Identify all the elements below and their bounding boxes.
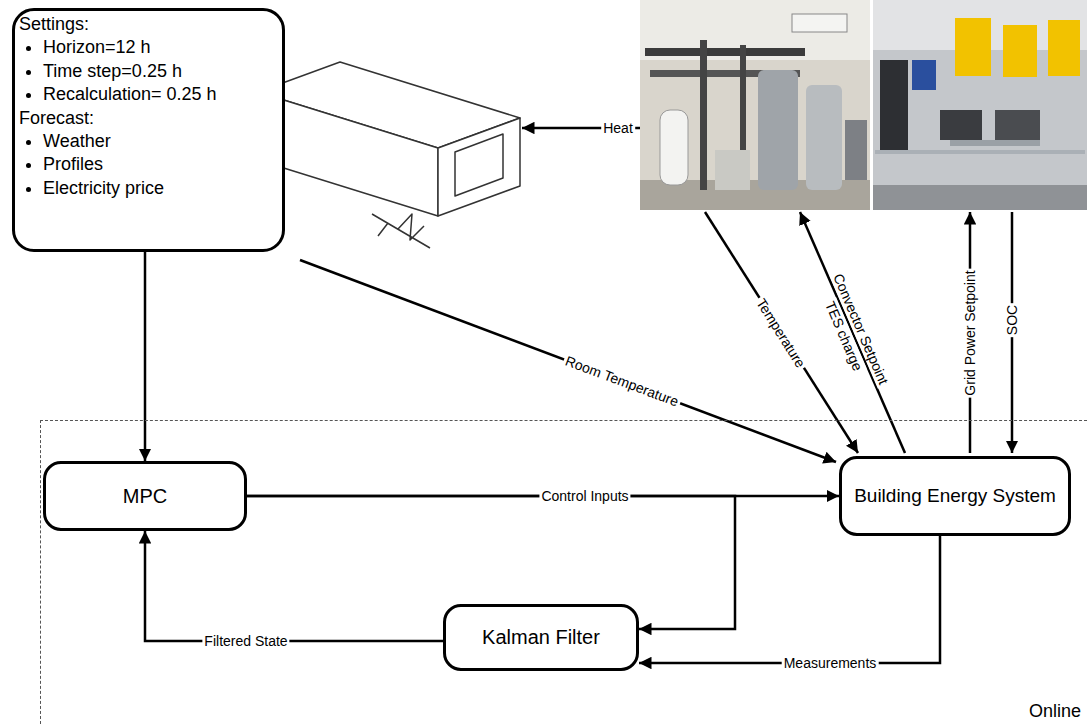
node-label: Building Energy System	[854, 485, 1056, 507]
node-label: MPC	[123, 485, 167, 508]
pipe	[700, 40, 707, 190]
table	[950, 140, 1040, 146]
signal-label: Room Temperature	[561, 352, 682, 410]
online-region: Online MPC Building Energy SystemKalman Fi…	[40, 420, 1087, 724]
ac-unit	[792, 14, 847, 32]
process-box: Kalman Filter	[443, 604, 639, 671]
heating-lab-photo	[640, 0, 870, 210]
bullet-list: Horizon=12 hTime step=0.25 hRecalculatio…	[19, 36, 274, 106]
convector-setpoint-arrow	[800, 212, 905, 453]
photo-ground	[640, 0, 870, 210]
connector	[639, 536, 940, 663]
grey-tank	[806, 85, 842, 190]
process-box: Building Energy System	[839, 456, 1071, 536]
photo-floor	[873, 185, 1087, 210]
edge-label: Measurements	[782, 655, 879, 671]
signal-lines	[300, 128, 1012, 462]
rail	[875, 150, 1085, 154]
signal-label: SOC	[1004, 303, 1020, 337]
setting-item: Weather	[43, 130, 274, 153]
inverter	[955, 18, 991, 76]
signal-label: Grid Power Setpoint	[962, 268, 978, 397]
section-heading: Forecast:	[19, 107, 274, 130]
settings-box: Settings:Horizon=12 hTime step=0.25 hRec…	[12, 8, 285, 252]
building-window	[455, 134, 503, 196]
white-tank	[660, 110, 688, 185]
north-arrow	[372, 214, 430, 248]
building-sketch	[258, 62, 520, 248]
region-label: Online	[1029, 701, 1081, 722]
device	[995, 110, 1040, 140]
device	[715, 150, 750, 190]
setting-item: Profiles	[43, 153, 274, 176]
photo-wall	[640, 0, 870, 60]
connector	[144, 252, 147, 461]
electrical-lab-photo	[873, 0, 1087, 210]
inverter	[1003, 25, 1037, 77]
inverter	[1048, 20, 1080, 76]
device	[940, 110, 982, 140]
building-side	[258, 92, 438, 216]
blue-device	[912, 60, 936, 90]
grey-tank	[758, 70, 798, 190]
setting-item: Electricity price	[43, 177, 274, 200]
node-label: Kalman Filter	[482, 626, 600, 649]
signal-label: Heat	[601, 120, 635, 136]
pipe	[645, 48, 805, 56]
building-front	[438, 118, 520, 216]
edge-label: Control Inputs	[539, 488, 630, 504]
bullet-list: WeatherProfilesElectricity price	[19, 130, 274, 200]
setting-item: Horizon=12 h	[43, 36, 274, 59]
connector	[145, 531, 443, 641]
photo-ground	[873, 0, 1087, 210]
device	[845, 120, 867, 180]
cabinet	[880, 60, 908, 150]
signal-label: Temperature	[752, 294, 810, 372]
process-box: MPC	[43, 461, 247, 531]
setting-item: Recalculation= 0.25 h	[43, 83, 274, 106]
section-heading: Settings:	[19, 13, 274, 36]
setting-item: Time step=0.25 h	[43, 60, 274, 83]
edge-label: Filtered State	[202, 633, 289, 649]
